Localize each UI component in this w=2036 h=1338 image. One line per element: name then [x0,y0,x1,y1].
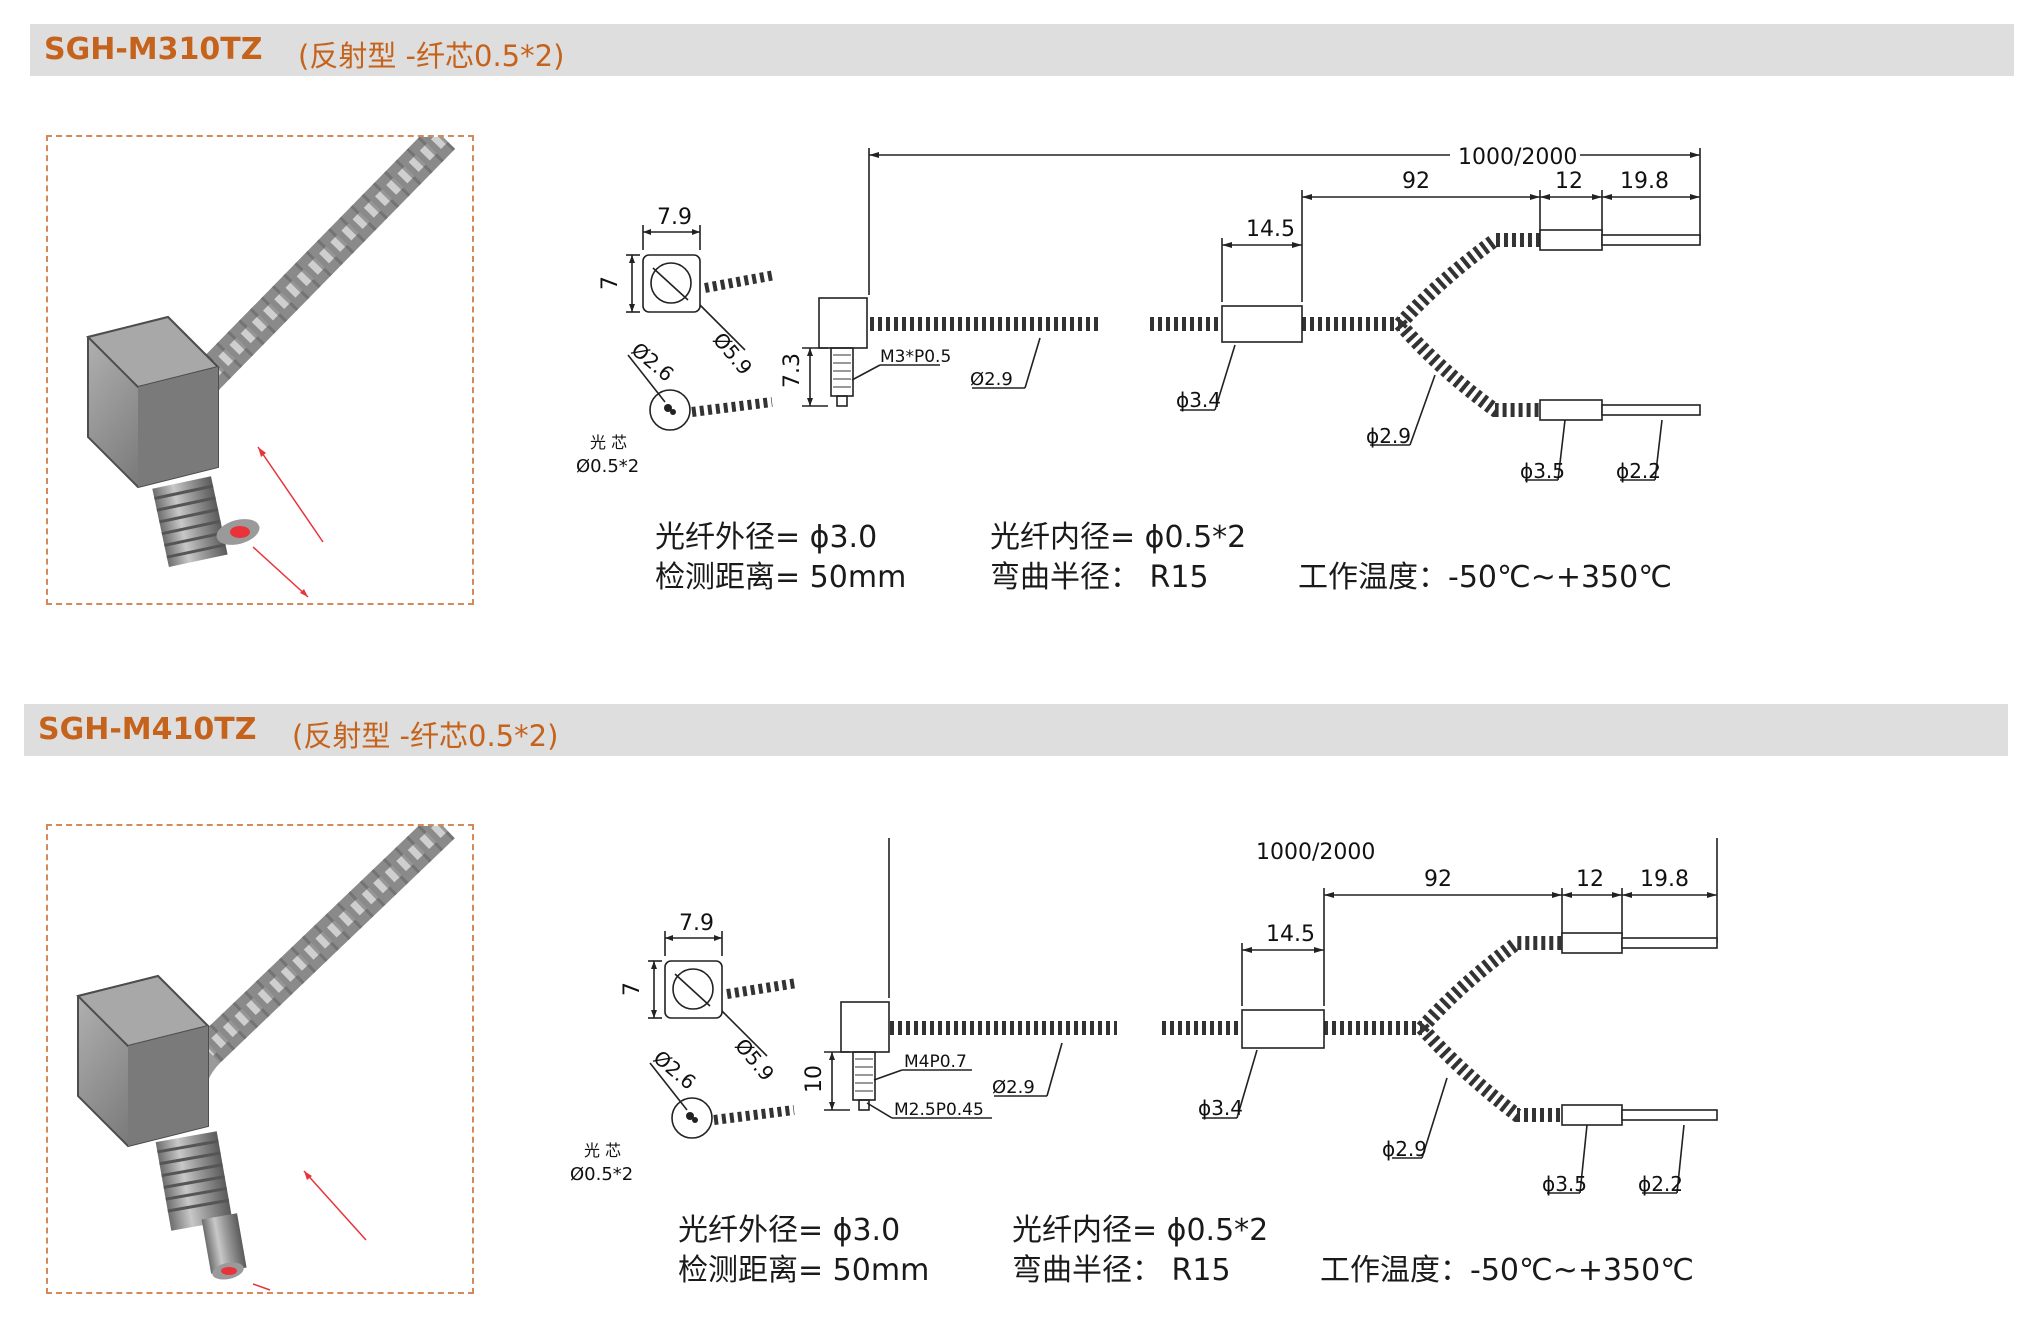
svg-text:7.9: 7.9 [657,205,692,230]
svg-text:14.5: 14.5 [1266,922,1315,947]
svg-text:19.8: 19.8 [1640,867,1689,892]
svg-text:光 芯: 光 芯 [584,1141,621,1160]
svg-text:12: 12 [1555,169,1583,194]
product-section-2: SGH-M410TZ (反射型 -纤芯0.5*2) [0,688,2036,1338]
svg-text:Ø5.9: Ø5.9 [730,1034,779,1086]
dimension-drawing: 7.9 7 Ø5.9 Ø2.6 光 芯 Ø0.5*2 [570,838,1718,1196]
spec-bend-radius: 弯曲半径： R15 [990,560,1209,595]
spec-inner-diameter: 光纤内径= ϕ0.5*2 [990,520,1247,555]
svg-text:Ø2.6: Ø2.6 [627,337,679,386]
model-subtitle: (反射型 -纤芯0.5*2) [298,39,565,73]
model-subtitle: (反射型 -纤芯0.5*2) [292,719,559,753]
spec-detect-distance: 检测距离= 50mm [655,560,907,595]
dimension-drawing: 7.9 7 Ø5.9 Ø2.6 光 芯 Ø0.5*2 [576,130,1701,483]
svg-text:Ø5.9: Ø5.9 [708,328,757,380]
svg-text:Ø2.9: Ø2.9 [970,369,1013,390]
section-header: SGH-M310TZ (反射型 -纤芯0.5*2) [30,24,2014,76]
spec-detect-distance: 检测距离= 50mm [678,1253,930,1288]
spec-outer-diameter: 光纤外径= ϕ3.0 [678,1213,901,1248]
svg-text:92: 92 [1402,169,1430,194]
spec-outer-diameter: 光纤外径= ϕ3.0 [655,520,878,555]
spec-inner-diameter: 光纤内径= ϕ0.5*2 [1012,1213,1269,1248]
svg-text:Ø0.5*2: Ø0.5*2 [576,456,639,477]
svg-text:M2.5P0.45: M2.5P0.45 [894,1100,984,1120]
svg-text:Ø0.5*2: Ø0.5*2 [570,1164,633,1185]
section-header: SGH-M410TZ (反射型 -纤芯0.5*2) [24,704,2008,756]
model-number: SGH-M310TZ [44,32,263,67]
spec-temperature: 工作温度：-50℃~+350℃ [1320,1253,1694,1288]
svg-text:7.9: 7.9 [679,911,714,936]
svg-text:14.5: 14.5 [1246,217,1295,242]
svg-text:ϕ3.5: ϕ3.5 [1520,459,1565,483]
svg-text:1000/2000: 1000/2000 [1458,145,1577,170]
svg-text:19.8: 19.8 [1620,169,1669,194]
svg-text:ϕ2.2: ϕ2.2 [1616,459,1661,483]
svg-text:12: 12 [1576,867,1604,892]
svg-text:ϕ3.5: ϕ3.5 [1542,1172,1587,1196]
svg-text:7.3: 7.3 [780,353,805,388]
svg-text:92: 92 [1424,867,1452,892]
fiber-sensor-head-photo-icon [86,137,456,598]
svg-text:ϕ2.9: ϕ2.9 [1382,1137,1427,1161]
svg-text:Ø2.6: Ø2.6 [649,1045,701,1094]
svg-text:ϕ3.4: ϕ3.4 [1198,1096,1243,1120]
svg-text:M3*P0.5: M3*P0.5 [880,347,951,367]
svg-text:Ø2.9: Ø2.9 [992,1077,1035,1098]
svg-text:7: 7 [620,982,645,996]
product-photo [46,135,474,605]
total-length-label: 1000/2000 [1250,840,1382,865]
model-number: SGH-M410TZ [38,712,257,747]
svg-text:ϕ2.2: ϕ2.2 [1638,1172,1683,1196]
product-section-1: SGH-M310TZ (反射型 -纤芯0.5*2) [0,0,2036,650]
spec-bend-radius: 弯曲半径： R15 [1012,1253,1231,1288]
svg-text:7: 7 [598,276,623,290]
svg-text:M4P0.7: M4P0.7 [904,1052,967,1072]
svg-text:光 芯: 光 芯 [590,433,627,452]
svg-text:ϕ2.9: ϕ2.9 [1366,424,1411,448]
product-photo [46,824,474,1294]
svg-text:ϕ3.4: ϕ3.4 [1176,388,1221,412]
svg-text:10: 10 [802,1065,827,1093]
spec-temperature: 工作温度：-50℃~+350℃ [1298,560,1672,595]
fiber-sensor-head-photo-icon [76,826,455,1291]
